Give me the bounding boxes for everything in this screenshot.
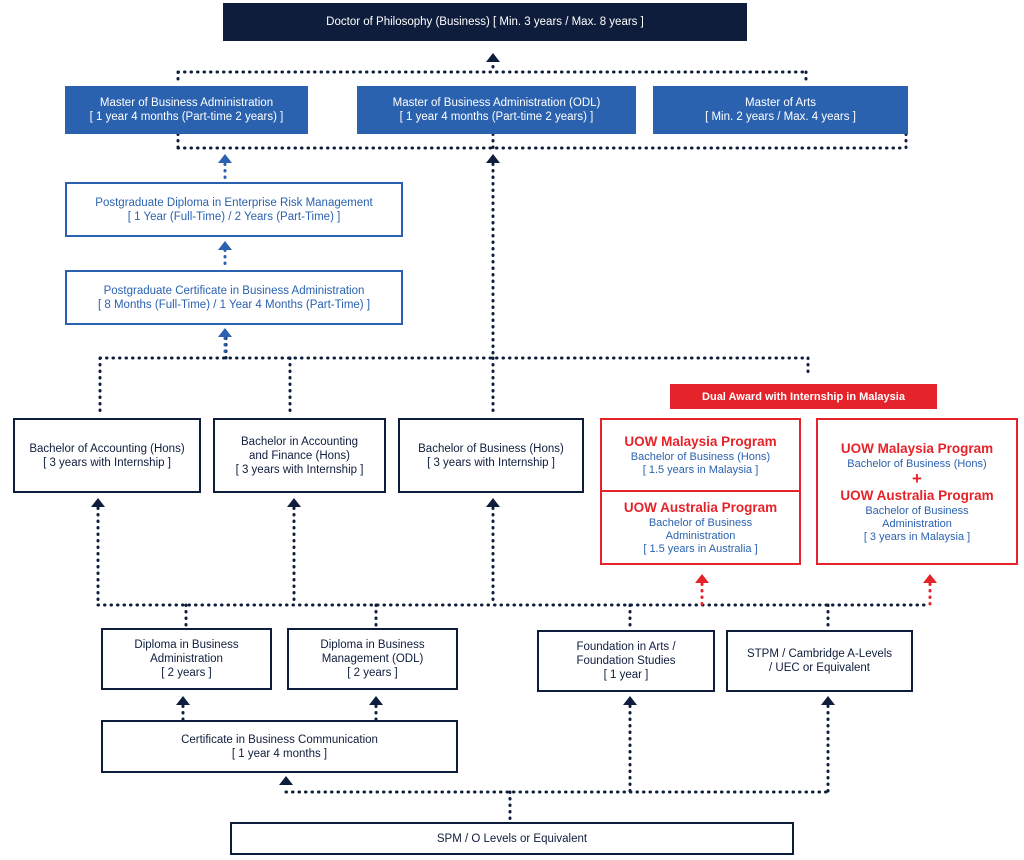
plus-icon: +: [912, 468, 922, 488]
option-b-australia-degree-1: Bachelor of Business: [865, 504, 969, 517]
arrowhead: [486, 498, 500, 507]
master-arts-duration: [ Min. 2 years / Max. 4 years ]: [705, 111, 856, 123]
arrowhead-red: [695, 574, 709, 583]
foundation-box: Foundation in Arts / Foundation Studies …: [537, 630, 715, 692]
master-arts-box: Master of Arts [ Min. 2 years / Max. 4 y…: [653, 86, 908, 134]
option-b-australia-degree-2: Administration: [882, 517, 952, 530]
master-mba-odl-duration: [ 1 year 4 months (Part-time 2 years) ]: [399, 111, 594, 123]
master-mba-duration: [ 1 year 4 months (Part-time 2 years) ]: [89, 111, 284, 123]
dual-award-option-a-box: UOW Malaysia Program Bachelor of Busines…: [600, 418, 801, 565]
connector-certificate-diplomas: [181, 704, 378, 722]
master-mba-odl-title: Master of Business Administration (ODL): [392, 97, 601, 109]
bachelor-accounting-finance-title-2: and Finance (Hons): [249, 449, 350, 462]
diploma-business-mgmt-title-1: Diploma in Business: [320, 639, 425, 651]
arrowhead-red: [923, 574, 937, 583]
bachelor-accounting-duration: [ 3 years with Internship ]: [43, 456, 171, 469]
uow-australia-program-degree-2: Administration: [665, 530, 736, 542]
diploma-business-admin-title-1: Diploma in Business: [134, 639, 239, 651]
uow-australia-program-title: UOW Australia Program: [623, 500, 778, 515]
entry-box: SPM / O Levels or Equivalent: [230, 822, 794, 855]
connector-dual-red: [700, 582, 932, 606]
arrowhead: [369, 696, 383, 705]
diploma-business-admin-title-2: Administration: [150, 653, 223, 665]
uow-malaysia-program-title: UOW Malaysia Program: [624, 434, 777, 449]
arrowhead-blue: [218, 154, 232, 163]
uow-malaysia-program-duration: [ 1.5 years in Malaysia ]: [642, 464, 759, 476]
option-b-malaysia-title: UOW Malaysia Program: [840, 440, 994, 456]
postgrad-diploma-box: Postgraduate Diploma in Enterprise Risk …: [65, 182, 403, 237]
postgrad-diploma-title: Postgraduate Diploma in Enterprise Risk …: [95, 196, 373, 209]
option-b-malaysia-degree: Bachelor of Business (Hons): [847, 457, 987, 470]
connector-phd-masters: [176, 58, 808, 86]
certificate-title: Certificate in Business Communication: [181, 733, 378, 746]
bachelor-business-title: Bachelor of Business (Hons): [418, 442, 564, 455]
stpm-alevels-box: STPM / Cambridge A-Levels / UEC or Equiv…: [726, 630, 913, 692]
arrowhead: [176, 696, 190, 705]
master-mba-odl-box: Master of Business Administration (ODL) …: [357, 86, 636, 134]
arrowhead: [821, 696, 835, 705]
uow-malaysia-program-degree: Bachelor of Business (Hons): [630, 451, 771, 463]
bachelor-accounting-box: Bachelor of Accounting (Hons) [ 3 years …: [13, 418, 201, 493]
arrowhead-blue: [218, 241, 232, 250]
dual-award-banner-label: Dual Award with Internship in Malaysia: [702, 390, 905, 403]
arrowhead: [486, 53, 500, 62]
bachelor-business-duration: [ 3 years with Internship ]: [427, 456, 555, 469]
stpm-alevels-title-1: STPM / Cambridge A-Levels: [746, 648, 893, 660]
bachelor-accounting-finance-box: Bachelor in Accounting and Finance (Hons…: [213, 418, 386, 493]
stpm-alevels-title-2: / UEC or Equivalent: [769, 662, 870, 674]
master-mba-title: Master of Business Administration: [99, 97, 274, 109]
arrowhead: [287, 498, 301, 507]
arrowhead: [279, 776, 293, 785]
certificate-box: Certificate in Business Communication [ …: [101, 720, 458, 773]
postgrad-certificate-title: Postgraduate Certificate in Business Adm…: [103, 284, 365, 297]
uow-australia-program-duration: [ 1.5 years in Australia ]: [643, 543, 758, 555]
foundation-title-1: Foundation in Arts /: [576, 641, 676, 653]
option-b-duration: [ 3 years in Malaysia ]: [863, 530, 971, 543]
certificate-duration: [ 1 year 4 months ]: [231, 747, 328, 760]
dual-award-option-b-box: UOW Malaysia Program Bachelor of Busines…: [816, 418, 1018, 565]
postgrad-certificate-duration: [ 8 Months (Full-Time) / 1 Year 4 Months…: [97, 298, 371, 311]
foundation-duration: [ 1 year ]: [603, 669, 649, 681]
connector-bachelor-bottom-rail: [96, 506, 932, 630]
bachelor-accounting-finance-duration: [ 3 years with Internship ]: [235, 463, 364, 476]
bachelor-accounting-finance-title-1: Bachelor in Accounting: [241, 435, 358, 448]
master-arts-title: Master of Arts: [745, 97, 816, 109]
connector-masters-rail: [176, 132, 908, 150]
dual-award-banner: Dual Award with Internship in Malaysia: [670, 384, 937, 409]
diploma-business-mgmt-duration: [ 2 years ]: [347, 667, 398, 679]
uow-australia-program-degree-1: Bachelor of Business: [648, 517, 753, 529]
master-mba-box: Master of Business Administration [ 1 ye…: [65, 86, 308, 134]
diploma-business-mgmt-box: Diploma in Business Management (ODL) [ 2…: [287, 628, 458, 690]
arrowhead: [486, 154, 500, 163]
phd-box: Doctor of Philosophy (Business) [ Min. 3…: [223, 3, 747, 41]
entry-label: SPM / O Levels or Equivalent: [436, 832, 588, 845]
bachelor-business-box: Bachelor of Business (Hons) [ 3 years wi…: [398, 418, 584, 493]
arrowhead: [91, 498, 105, 507]
diploma-business-mgmt-title-2: Management (ODL): [321, 653, 424, 665]
postgrad-diploma-duration: [ 1 Year (Full-Time) / 2 Years (Part-Tim…: [127, 210, 341, 223]
postgrad-certificate-box: Postgraduate Certificate in Business Adm…: [65, 270, 403, 325]
diploma-business-admin-box: Diploma in Business Administration [ 2 y…: [101, 628, 272, 690]
uow-australia-section: UOW Australia Program Bachelor of Busine…: [602, 492, 799, 563]
diploma-business-admin-duration: [ 2 years ]: [161, 667, 212, 679]
bachelor-accounting-title: Bachelor of Accounting (Hons): [29, 442, 185, 455]
phd-label: Doctor of Philosophy (Business) [ Min. 3…: [326, 16, 644, 28]
uow-malaysia-section: UOW Malaysia Program Bachelor of Busines…: [602, 420, 799, 492]
arrowhead: [623, 696, 637, 705]
foundation-title-2: Foundation Studies: [576, 655, 676, 667]
option-b-australia-title: UOW Australia Program: [840, 487, 994, 503]
arrowhead-blue: [218, 328, 232, 337]
